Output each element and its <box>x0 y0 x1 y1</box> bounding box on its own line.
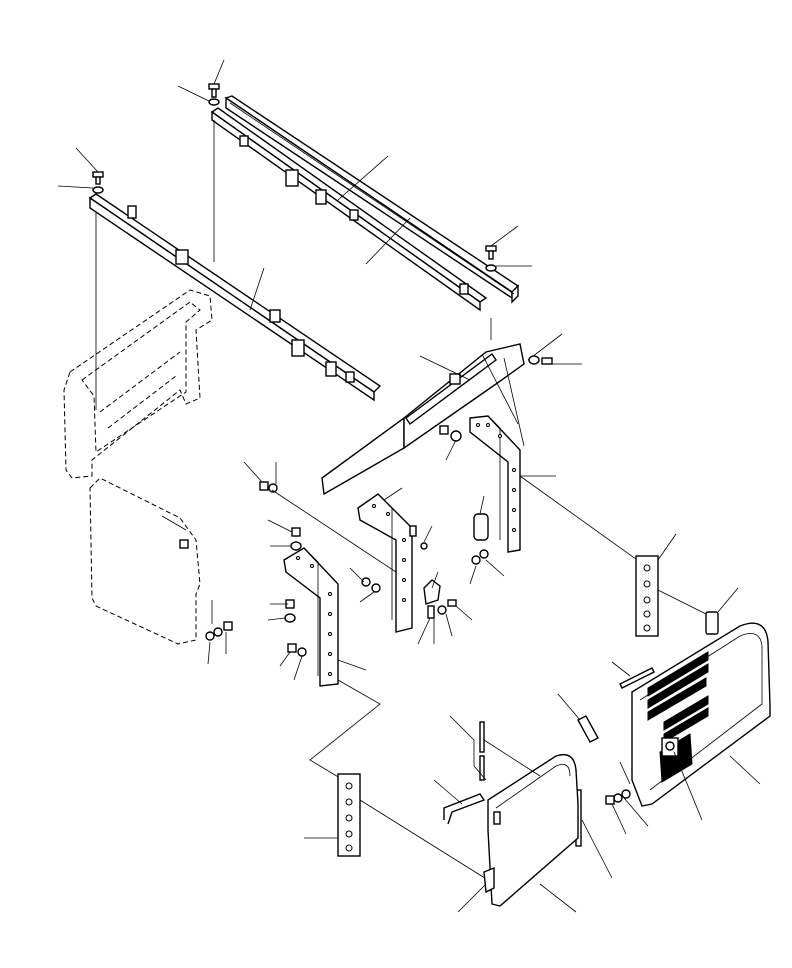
left-long-bar <box>88 193 382 402</box>
left-door <box>457 753 579 913</box>
center-post <box>357 487 413 633</box>
center-cross-member <box>321 333 563 496</box>
center-small-parts <box>349 525 473 645</box>
rods <box>449 715 541 781</box>
bolt-center-right <box>528 355 582 365</box>
right-latch <box>705 587 739 635</box>
upper-rail <box>224 95 520 304</box>
right-hinge-plate <box>519 475 711 637</box>
diagonal-strip <box>557 693 599 743</box>
bolt-right-a <box>485 225 532 340</box>
right-post <box>469 415 556 553</box>
bolt-upper-left <box>243 461 397 573</box>
bent-rod <box>433 779 501 825</box>
latch <box>469 495 505 585</box>
bolt-left-panel <box>205 600 233 665</box>
left-dashed-frame <box>63 289 213 479</box>
left-side-panel <box>89 477 201 645</box>
right-door-bolts <box>605 761 649 835</box>
right-door-bar <box>611 661 655 689</box>
door-grille <box>647 651 709 783</box>
bolts-left-post <box>267 519 307 681</box>
upper-bracket-rail <box>210 107 488 312</box>
bolt-left-a <box>57 147 104 384</box>
right-door <box>631 622 771 821</box>
left-post <box>283 547 367 687</box>
left-hinge-plate <box>304 679 489 881</box>
bolt-center-left <box>439 425 462 461</box>
bolt-top-a <box>177 59 225 262</box>
